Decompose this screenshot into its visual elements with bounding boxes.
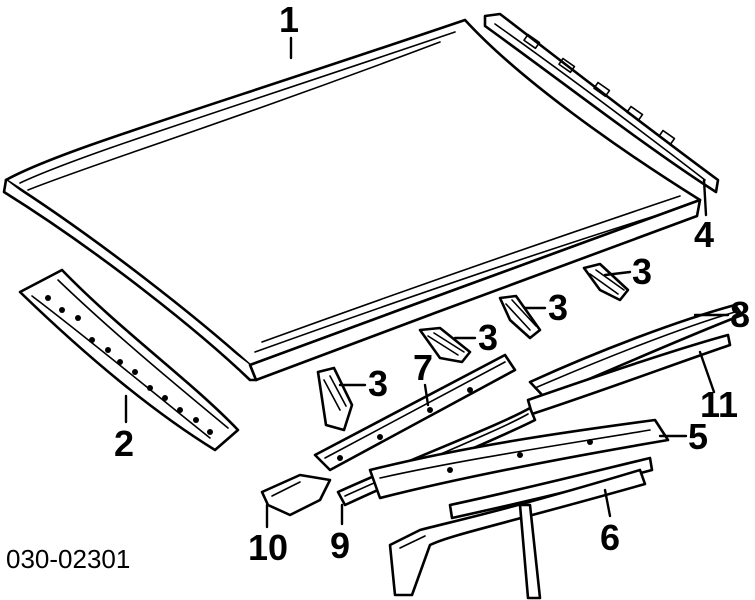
callout-3: 3 [548, 287, 568, 328]
leader-lines [124, 36, 730, 529]
front-header-panel [18, 268, 240, 452]
side-rail-reinforcement [368, 418, 670, 500]
callout-3: 3 [368, 363, 388, 404]
callout-6: 6 [600, 517, 620, 558]
rear-header-rail [483, 12, 720, 194]
callout-7: 7 [413, 347, 433, 388]
callout-2: 2 [114, 423, 134, 464]
front-pillar-joint [260, 473, 332, 517]
callout-8: 8 [730, 294, 750, 335]
callout-9: 9 [330, 525, 350, 566]
callout-3: 3 [632, 251, 652, 292]
roof-bow-3 [498, 294, 542, 340]
reference-code: 030-02301 [6, 544, 130, 574]
callout-10: 10 [248, 527, 288, 568]
callout-1: 1 [279, 0, 299, 40]
callout-5: 5 [688, 416, 708, 457]
roof-bow-1 [316, 366, 354, 432]
lower-rail-assembly [388, 456, 654, 600]
roof-bow-2 [418, 326, 472, 364]
drip-moulding [526, 333, 732, 416]
callout-4: 4 [694, 214, 714, 255]
callout-3: 3 [478, 317, 498, 358]
callout-labels: 1 2 3 3 3 3 3 4 5 6 7 8 9 10 11 030-0230… [6, 0, 750, 574]
roof-panel [2, 18, 702, 382]
inner-rail-bracket [313, 353, 517, 472]
roof-bow-4 [582, 262, 630, 302]
callout-11: 11 [700, 384, 738, 425]
